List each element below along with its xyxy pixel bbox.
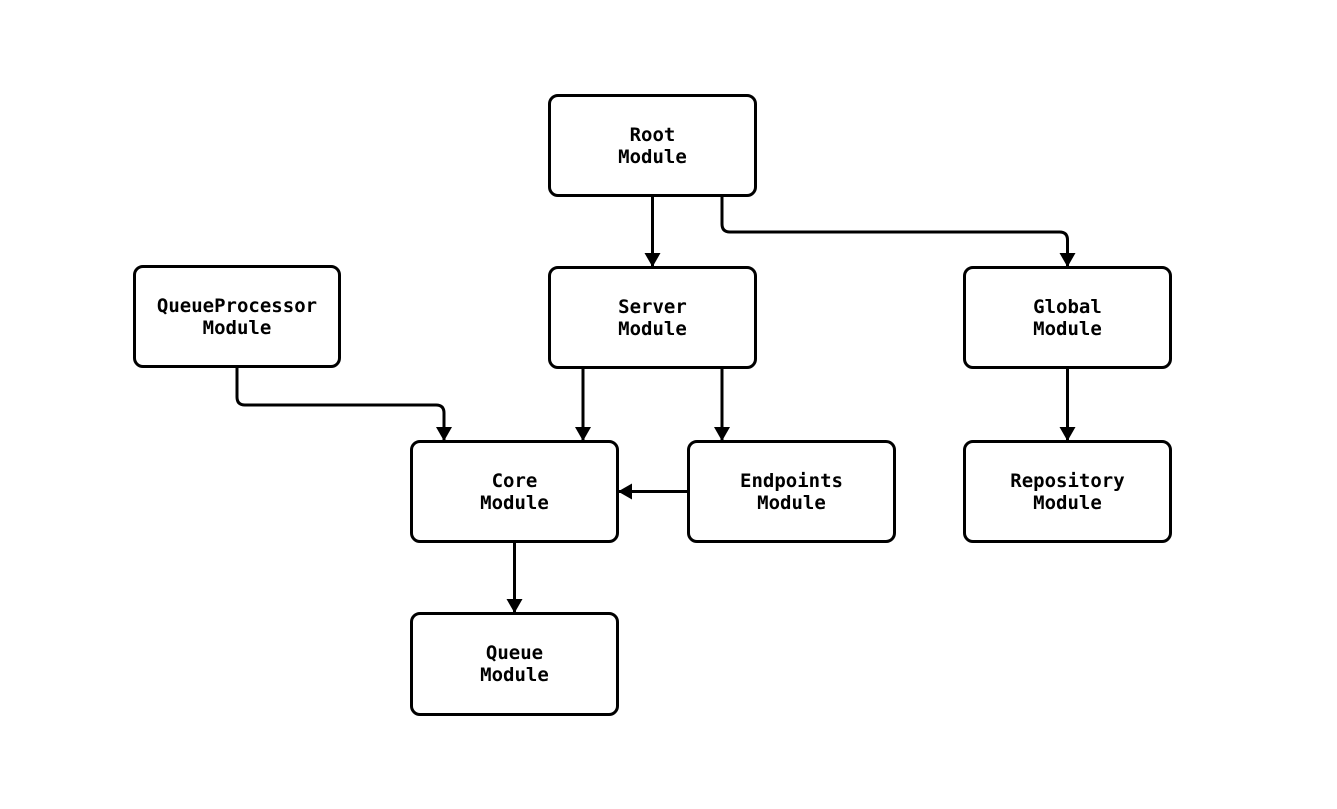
node-label-line: Module	[618, 317, 687, 340]
node-label-line: Module	[1033, 317, 1102, 340]
node-label-line: Module	[618, 145, 687, 168]
edge-queueprocessor-to-core	[235, 368, 452, 441]
node-label-line: QueueProcessor	[156, 294, 318, 317]
node-label-line: Core	[491, 469, 538, 492]
node-label-line: Endpoints	[740, 469, 843, 492]
node-label-line: Server	[618, 295, 687, 318]
edge-root-to-global	[720, 197, 1076, 267]
node-label-line: Global	[1033, 295, 1102, 318]
node-label-line: Module	[480, 491, 549, 514]
node-label-line: Module	[757, 491, 826, 514]
node-label-line: Module	[1033, 491, 1102, 514]
node-label-line: Repository	[1010, 469, 1125, 492]
node-label-line: Root	[629, 123, 676, 146]
node-label-line: Module	[480, 664, 549, 686]
node-label-line: Queue	[485, 642, 544, 664]
node-label-line: Module	[202, 316, 272, 339]
